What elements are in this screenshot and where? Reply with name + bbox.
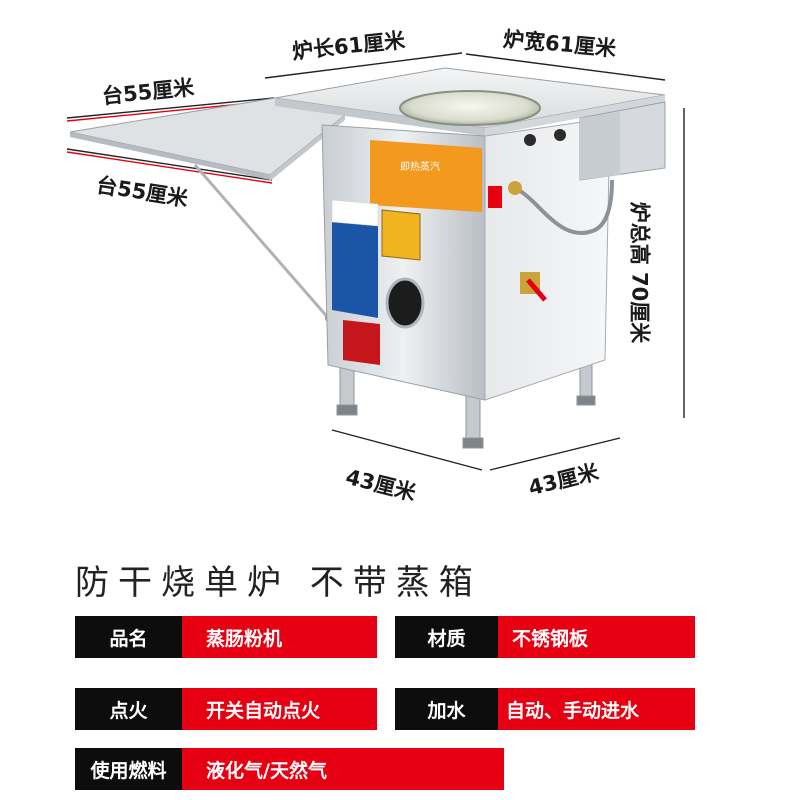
spec-label: 点火: [75, 688, 182, 730]
spec-label: 加水: [395, 688, 498, 730]
total-height-label: 炉总高 70厘米: [627, 201, 652, 344]
spec-material: 材质 不锈钢板: [395, 616, 695, 658]
spec-value: 自动、手动进水: [498, 688, 695, 730]
product-heading: 防干烧单炉 不带蒸箱: [75, 563, 482, 603]
spec-water: 加水 自动、手动进水: [395, 688, 695, 730]
orange-label-panel: [370, 140, 482, 212]
svg-text:即热蒸汽: 即热蒸汽: [400, 160, 440, 173]
spec-value: 蒸肠粉机: [182, 616, 377, 658]
stove-body: 即热蒸汽: [274, 67, 666, 401]
spec-label: 品名: [75, 616, 182, 658]
spec-name: 品名 蒸肠粉机: [75, 616, 377, 658]
spec-fuel: 使用燃料 液化气/天然气: [75, 748, 504, 790]
spec-value: 开关自动点火: [182, 688, 377, 730]
spec-value: 液化气/天然气: [182, 748, 504, 790]
dimension-lines: [66, 52, 685, 471]
spec-label: 使用燃料: [75, 748, 182, 790]
spec-ignition: 点火 开关自动点火: [75, 688, 377, 730]
spec-value: 不锈钢板: [498, 616, 695, 658]
warning-sticker: [332, 222, 378, 318]
spec-label: 材质: [395, 616, 498, 658]
